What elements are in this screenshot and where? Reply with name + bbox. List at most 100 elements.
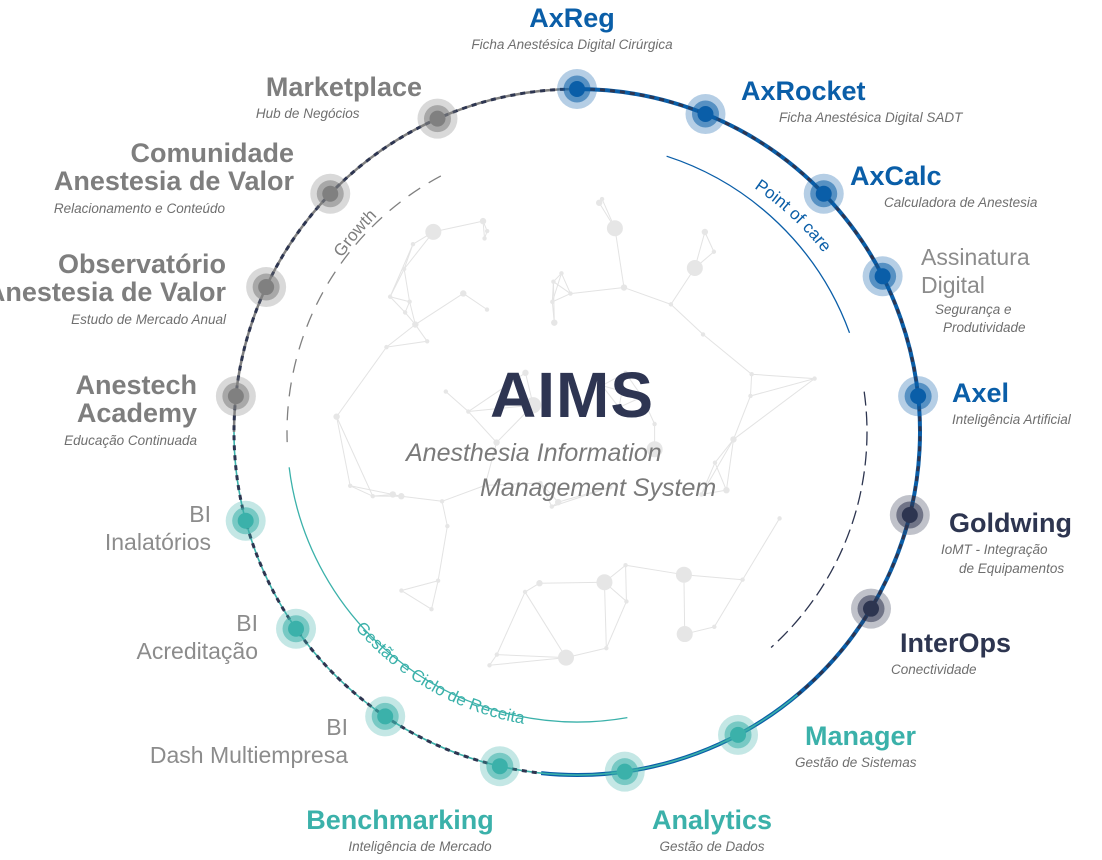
center-subtitle-line1: Anesthesia Information (406, 439, 662, 467)
network-node (639, 394, 645, 400)
network-node (596, 574, 613, 591)
network-link (389, 296, 410, 303)
network-link (403, 268, 411, 302)
module-interops-title: InterOps (900, 628, 1012, 658)
network-node (522, 589, 528, 595)
network-node (435, 578, 441, 583)
network-link (431, 580, 439, 610)
module-bi-inalatorios-title-line1: BI (189, 501, 211, 527)
network-link (401, 495, 443, 502)
module-assinatura-title-line2: Digital (921, 272, 985, 299)
module-benchmarking[interactable]: Benchmarking Inteligência de Mercado (306, 806, 494, 857)
network-node (749, 372, 754, 377)
network-node (398, 493, 405, 500)
module-axel[interactable]: Axel Inteligência Artificial (952, 379, 1071, 430)
network-node (712, 624, 717, 630)
module-axreg[interactable]: AxReg Ficha Anestésica Digital Cirúrgica (471, 4, 672, 55)
module-comunidade-subtitle: Relacionamento e Conteúdo (53, 200, 225, 216)
module-bi-acreditacao[interactable]: BI Acreditação (137, 609, 258, 665)
network-node (604, 645, 609, 651)
node-observatorio-dot (258, 279, 275, 296)
module-analytics-subtitle: Gestão de Dados (659, 839, 765, 855)
network-link (701, 489, 727, 495)
module-anestech-academy[interactable]: Anestech Academy Educação Continuada (64, 371, 197, 450)
network-link (603, 582, 607, 649)
network-link (714, 462, 727, 491)
node-assinatura-digital-dot (874, 268, 891, 285)
network-node (482, 236, 487, 241)
module-observatorio[interactable]: Observatório Anestesia de Valor Estudo d… (0, 250, 226, 329)
network-link (704, 231, 715, 252)
network-node (525, 397, 542, 414)
network-background (333, 196, 817, 668)
network-link (751, 373, 815, 380)
ring-revenue (233, 431, 798, 776)
network-link (445, 391, 469, 412)
network-link (605, 601, 627, 649)
network-node (652, 421, 657, 427)
module-benchmarking-subtitle: Inteligência de Mercado (348, 839, 492, 855)
module-interops[interactable]: InterOps Conectividade (891, 628, 1012, 680)
module-goldwing[interactable]: Goldwing IoMT - Integração de Equipament… (941, 509, 1072, 578)
network-node (748, 393, 753, 399)
network-link (496, 591, 526, 655)
node-axel-dot (910, 388, 927, 405)
network-link (700, 462, 716, 495)
network-link (625, 565, 627, 602)
module-manager-title: Manager (805, 721, 917, 751)
network-node (493, 439, 500, 446)
module-assinatura-title-line1: Assinatura (921, 244, 1030, 270)
network-node (466, 409, 471, 414)
module-axcalc[interactable]: AxCalc Calculadora de Anestesia (850, 162, 1037, 213)
module-comunidade[interactable]: Comunidade Anestesia de Valor Relacionam… (54, 139, 294, 218)
network-link (401, 580, 439, 592)
network-link (601, 372, 626, 387)
network-link (551, 281, 554, 302)
network-link (462, 293, 488, 310)
network-link (433, 220, 484, 233)
module-manager[interactable]: Manager Gestão de Sistemas (795, 721, 917, 773)
module-axrocket-title: AxRocket (741, 76, 866, 106)
network-node (402, 310, 408, 315)
module-bi-dash-multiempresa[interactable]: BI Dash Multiempresa (150, 713, 348, 769)
network-node (568, 291, 573, 296)
module-observatorio-subtitle: Estudo de Mercado Anual (71, 311, 226, 327)
network-node (700, 332, 706, 337)
module-axrocket[interactable]: AxRocket Ficha Anestésica Digital SADT (741, 77, 962, 128)
module-analytics[interactable]: Analytics Gestão de Dados (652, 806, 772, 857)
module-comunidade-title-line2: Anestesia de Valor (53, 166, 294, 197)
network-link (524, 591, 567, 658)
network-link (441, 484, 486, 502)
network-link (725, 439, 734, 491)
module-assinatura-subtitle-line2: Produtividade (943, 320, 1026, 336)
center-subtitle-line2: Management System (480, 474, 717, 502)
network-node (482, 483, 488, 488)
network-node (484, 307, 490, 312)
network-link (618, 396, 643, 408)
network-link (733, 378, 815, 440)
module-assinatura-digital[interactable]: Assinatura Digital Segurança e Produtivi… (921, 243, 1030, 338)
module-bi-inalatorios[interactable]: BI Inalatórios (105, 500, 211, 556)
module-marketplace[interactable]: Marketplace Hub de Negócios (256, 73, 422, 124)
center-subtitle: Anesthesia Information Management System (406, 436, 716, 506)
node-benchmarking-dot (491, 758, 508, 775)
network-node (676, 626, 693, 643)
module-benchmarking-title: Benchmarking (306, 805, 494, 835)
network-node (555, 498, 562, 506)
network-node (620, 284, 628, 291)
network-link (702, 334, 752, 375)
network-node (429, 607, 434, 612)
module-analytics-title: Analytics (651, 805, 773, 835)
network-node (812, 376, 817, 381)
network-link (552, 293, 571, 303)
network-link (540, 482, 553, 507)
network-node (701, 228, 709, 236)
module-axreg-title: AxReg (529, 3, 615, 33)
network-link (415, 293, 464, 325)
network-link (601, 385, 620, 408)
network-link (489, 657, 567, 666)
network-node (424, 339, 430, 344)
network-link (733, 395, 751, 440)
network-link (409, 301, 416, 325)
network-node (777, 516, 782, 521)
